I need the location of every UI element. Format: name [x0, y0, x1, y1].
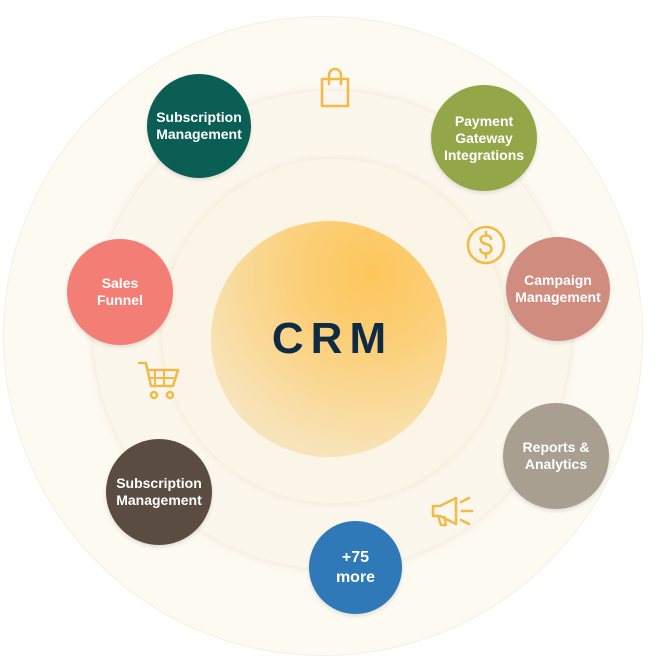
crm-title: CRM — [271, 314, 394, 363]
dollar-coin-icon — [466, 225, 506, 265]
module-subscription-management-bottom[interactable]: Subscription Management — [106, 439, 212, 545]
module-label: Payment Gateway Integrations — [443, 112, 525, 163]
module-label: Campaign Management — [515, 272, 601, 305]
module-payment-gateway[interactable]: Payment Gateway Integrations — [431, 85, 537, 191]
shopping-cart-icon — [137, 361, 180, 400]
module-label: +75 more — [335, 548, 376, 586]
shopping-bag-icon — [320, 67, 350, 108]
module-label: Reports & Analytics — [522, 439, 590, 472]
module-subscription-management-top[interactable]: Subscription Management — [147, 74, 251, 178]
megaphone-icon — [431, 496, 474, 527]
module-more[interactable]: +75 more — [309, 521, 402, 614]
module-campaign-management[interactable]: Campaign Management — [506, 237, 610, 341]
module-label: Subscription Management — [156, 109, 242, 142]
module-label: Sales Funnel — [97, 275, 143, 308]
module-reports-analytics[interactable]: Reports & Analytics — [503, 403, 609, 509]
crm-core: CRM — [211, 221, 447, 457]
module-sales-funnel[interactable]: Sales Funnel — [67, 239, 173, 345]
module-label: Subscription Management — [116, 475, 202, 508]
